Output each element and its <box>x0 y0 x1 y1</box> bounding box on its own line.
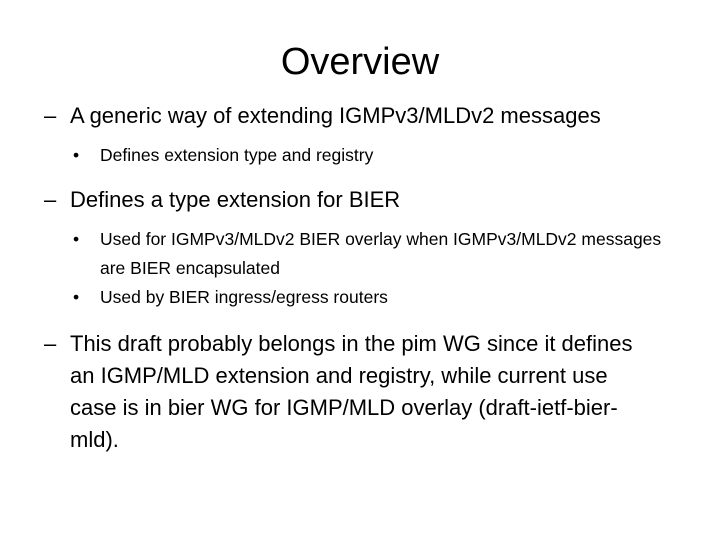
spacer <box>0 132 720 141</box>
spacer <box>0 216 720 225</box>
bullet-level1: – Defines a type extension for BIER <box>0 184 720 216</box>
dash-bullet-marker: – <box>44 331 57 356</box>
dot-bullet-marker: • <box>73 145 80 165</box>
spacer <box>0 170 720 184</box>
spacer <box>0 312 720 328</box>
dot-bullet-marker: • <box>73 287 80 307</box>
dot-bullet-marker: • <box>73 229 80 249</box>
bullet-text: Used by BIER ingress/egress routers <box>100 287 388 307</box>
page-title: Overview <box>280 41 440 83</box>
bullet-level2: • Defines extension type and registry <box>0 141 720 170</box>
bullet-level2: • Used by BIER ingress/egress routers <box>0 283 720 312</box>
slide-body: – A generic way of extending IGMPv3/MLDv… <box>0 100 720 456</box>
dash-bullet-marker: – <box>44 187 57 212</box>
bullet-text: Defines extension type and registry <box>100 145 374 165</box>
bullet-text: Defines a type extension for BIER <box>70 187 401 212</box>
bullet-text: A generic way of extending IGMPv3/MLDv2 … <box>70 103 601 128</box>
bullet-text: Used for IGMPv3/MLDv2 BIER overlay when … <box>100 229 662 278</box>
bullet-level1: – This draft probably belongs in the pim… <box>0 328 720 456</box>
dash-bullet-marker: – <box>44 103 57 128</box>
bullet-level2: • Used for IGMPv3/MLDv2 BIER overlay whe… <box>0 225 720 283</box>
bullet-text: This draft probably belongs in the pim W… <box>70 331 633 452</box>
bullet-level1: – A generic way of extending IGMPv3/MLDv… <box>0 100 720 132</box>
